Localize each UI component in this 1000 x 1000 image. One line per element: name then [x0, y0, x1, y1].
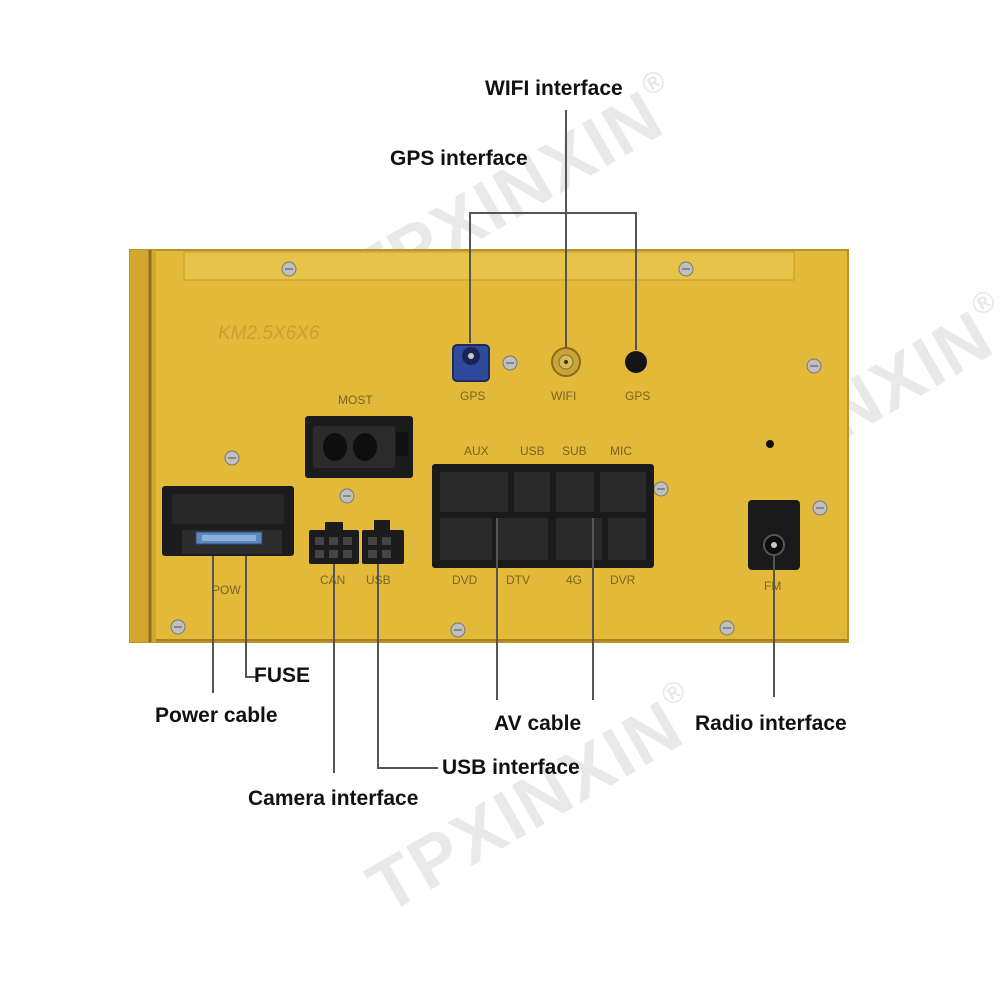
screw: [812, 500, 828, 516]
av-connector-block: [432, 464, 654, 568]
fuse: [195, 531, 263, 545]
leader-fuse: [245, 556, 256, 678]
fm-connector: [748, 440, 800, 570]
port-label-fm: FM: [764, 579, 781, 593]
metal-panel: [129, 249, 849, 643]
port-label-sub: SUB: [562, 444, 587, 458]
screw: [806, 358, 822, 374]
usb-connector: [362, 520, 404, 564]
screw: [224, 450, 240, 466]
port-label-wifi: WIFI: [551, 389, 576, 403]
callout-usb: USB interface: [442, 756, 580, 779]
screw: [450, 622, 466, 638]
gps-hole: [625, 351, 647, 373]
screw: [281, 261, 297, 277]
model-stamp: KM2.5X6X6: [218, 323, 320, 344]
screw: [502, 355, 518, 371]
callout-gps: GPS interface: [390, 147, 528, 170]
screw: [339, 488, 355, 504]
screw: [653, 481, 669, 497]
screw: [678, 261, 694, 277]
port-label-aux: AUX: [464, 444, 489, 458]
screw: [170, 619, 186, 635]
port-label-gps2: GPS: [625, 389, 650, 403]
port-label-dvr: DVR: [610, 573, 636, 587]
port-label-usb-top: USB: [520, 444, 545, 458]
port-label-dtv: DTV: [506, 573, 530, 587]
port-label-dvd: DVD: [452, 573, 478, 587]
leader-lines: [212, 110, 775, 773]
callout-av: AV cable: [494, 712, 582, 735]
callout-power: Power cable: [155, 704, 278, 727]
port-label-most: MOST: [338, 393, 373, 407]
callout-wifi: WIFI interface: [485, 77, 623, 100]
callout-radio: Radio interface: [695, 712, 847, 735]
port-label-4g: 4G: [566, 573, 582, 587]
wifi-connector: [551, 347, 581, 377]
port-label-can: CAN: [320, 573, 345, 587]
port-label-gps: GPS: [460, 389, 485, 403]
leader-gps: [469, 212, 637, 350]
gps-connector: [452, 344, 490, 382]
power-connector: [162, 486, 294, 556]
can-connector: [309, 522, 359, 564]
callout-camera: Camera interface: [248, 787, 419, 810]
most-connector: [305, 416, 413, 478]
port-label-pow: POW: [212, 583, 241, 597]
port-label-mic: MIC: [610, 444, 632, 458]
callout-fuse: FUSE: [254, 664, 311, 687]
leader-usb: [377, 564, 438, 769]
screw: [719, 620, 735, 636]
